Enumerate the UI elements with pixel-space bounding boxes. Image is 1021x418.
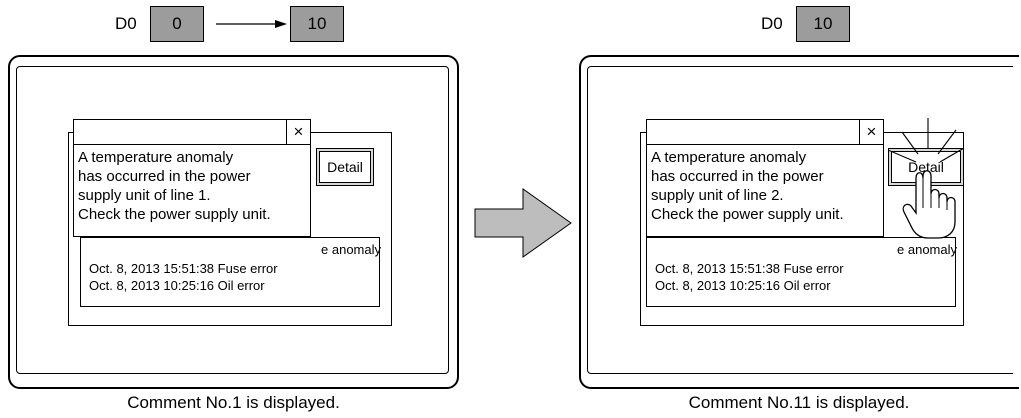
left-list-row-1: Oct. 8, 2013 15:51:38 Fuse error bbox=[89, 261, 278, 276]
pointing-hand-icon bbox=[887, 118, 965, 239]
left-value-after-box: 10 bbox=[290, 6, 344, 42]
left-popup-line-1: A temperature anomaly bbox=[78, 149, 234, 166]
right-alarm-list: e anomaly Oct. 8, 2013 15:51:38 Fuse err… bbox=[646, 237, 957, 307]
left-detail-button-label: Detail bbox=[319, 151, 371, 183]
right-popup-line-4: Check the power supply unit. bbox=[651, 206, 844, 223]
right-comment-popup: × A temperature anomaly has occurred in … bbox=[646, 119, 884, 237]
right-popup-line-3: supply unit of line 2. bbox=[651, 187, 784, 204]
left-popup-line-2: has occurred in the power bbox=[78, 168, 251, 185]
right-popup-line-1: A temperature anomaly bbox=[651, 149, 807, 166]
left-list-row-partial: e anomaly bbox=[321, 242, 381, 257]
left-comment-popup: × A temperature anomaly has occurred in … bbox=[73, 119, 311, 237]
right-close-icon[interactable]: × bbox=[859, 120, 883, 144]
right-device-label: D0 bbox=[761, 14, 783, 33]
left-detail-button[interactable]: Detail bbox=[316, 148, 374, 186]
right-caption: Comment No.11 is displayed. bbox=[688, 393, 910, 412]
right-popup-titlebar: × bbox=[647, 120, 883, 145]
right-list-row-1: Oct. 8, 2013 15:51:38 Fuse error bbox=[655, 261, 844, 276]
left-popup-message: A temperature anomaly has occurred in th… bbox=[78, 148, 271, 224]
left-value-before-box: 0 bbox=[150, 6, 204, 42]
right-popup-line-2: has occurred in the power bbox=[651, 168, 824, 185]
right-list-row-2: Oct. 8, 2013 10:25:16 Oil error bbox=[655, 278, 831, 293]
right-value-box: 10 bbox=[796, 6, 850, 42]
left-close-icon[interactable]: × bbox=[286, 120, 310, 144]
left-caption: Comment No.1 is displayed. bbox=[127, 393, 340, 412]
left-popup-line-3: supply unit of line 1. bbox=[78, 187, 211, 204]
right-list-row-partial: e anomaly bbox=[897, 242, 957, 257]
left-list-row-2: Oct. 8, 2013 10:25:16 Oil error bbox=[89, 278, 265, 293]
left-popup-line-4: Check the power supply unit. bbox=[78, 206, 271, 223]
left-alarm-list: e anomaly Oct. 8, 2013 15:51:38 Fuse err… bbox=[80, 237, 381, 307]
left-popup-titlebar: × bbox=[74, 120, 310, 145]
left-device-label: D0 bbox=[115, 14, 137, 33]
right-arrow-icon bbox=[474, 188, 572, 258]
right-popup-message: A temperature anomaly has occurred in th… bbox=[651, 148, 844, 224]
